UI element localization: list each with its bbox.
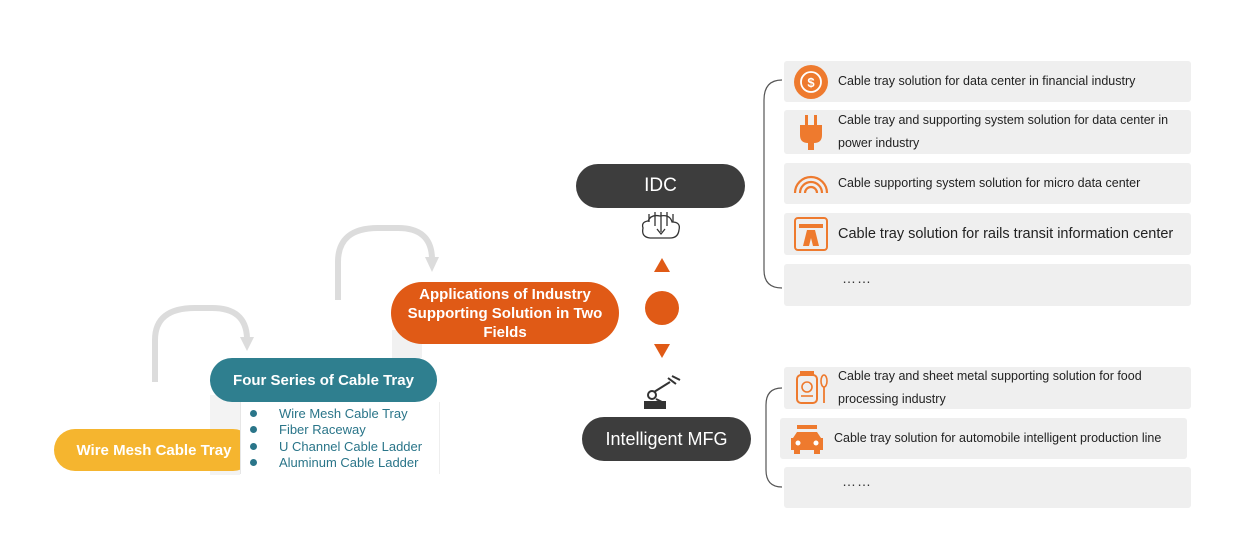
idc-node: IDC bbox=[576, 164, 745, 208]
bullet-icon bbox=[250, 426, 257, 434]
series-list-item: U Channel Cable Ladder bbox=[249, 439, 422, 455]
bullet-icon bbox=[250, 410, 257, 417]
arrow-head-2 bbox=[425, 257, 439, 272]
idc-node-label: IDC bbox=[644, 175, 677, 196]
bullet-icon bbox=[250, 442, 257, 450]
arrow-head-1 bbox=[240, 337, 254, 351]
series-list-panel bbox=[240, 402, 440, 474]
road-sign-icon bbox=[794, 217, 828, 251]
center-dot bbox=[645, 291, 679, 325]
dollar-coin-icon: $ bbox=[794, 64, 828, 99]
series-list-item: Aluminum Cable Ladder bbox=[249, 455, 422, 471]
series-list: Wire Mesh Cable Tray Fiber Raceway U Cha… bbox=[249, 406, 422, 471]
series-list-item: Wire Mesh Cable Tray bbox=[249, 406, 422, 422]
svg-text:$: $ bbox=[807, 75, 815, 90]
ellipsis-text: …… bbox=[842, 270, 872, 286]
up-triangle bbox=[654, 258, 670, 272]
mfg-item-food: Cable tray and sheet metal supporting so… bbox=[784, 367, 1191, 409]
idc-item-micro: Cable supporting system solution for mic… bbox=[784, 163, 1191, 204]
mfg-node-label: Intelligent MFG bbox=[605, 428, 728, 449]
idc-item-financial: $ Cable tray solution for data center in… bbox=[784, 61, 1191, 102]
mfg-item-more: …… bbox=[784, 467, 1191, 508]
power-plug-icon bbox=[800, 115, 822, 150]
idc-item-rails: Cable tray solution for rails transit in… bbox=[784, 213, 1191, 255]
cloud-download-icon bbox=[641, 212, 680, 239]
idc-item-power: Cable tray and supporting system solutio… bbox=[784, 110, 1191, 154]
applications-node-label: Applications of Industry Supporting Solu… bbox=[407, 285, 603, 341]
down-triangle bbox=[654, 344, 670, 358]
series-node: Four Series of Cable Tray bbox=[210, 358, 437, 402]
applications-node: Applications of Industry Supporting Solu… bbox=[391, 282, 619, 344]
series-list-item: Fiber Raceway bbox=[249, 422, 422, 438]
idc-brace bbox=[763, 79, 783, 289]
series-node-label: Four Series of Cable Tray bbox=[233, 371, 414, 389]
ellipsis-text: …… bbox=[842, 473, 872, 489]
mfg-node: Intelligent MFG bbox=[582, 417, 751, 461]
curved-arrow-1 bbox=[152, 305, 250, 382]
idc-item-text: Cable tray solution for data center in f… bbox=[838, 74, 1136, 88]
robot-arm-icon bbox=[644, 375, 681, 409]
mfg-brace bbox=[765, 387, 783, 488]
idc-item-text: Cable tray solution for rails transit in… bbox=[838, 225, 1174, 242]
rainbow-arc-icon bbox=[793, 175, 829, 193]
mfg-item-auto: Cable tray solution for automobile intel… bbox=[780, 418, 1187, 459]
start-node-label: Wire Mesh Cable Tray bbox=[76, 441, 232, 459]
mfg-item-text: Cable tray and sheet metal supporting so… bbox=[838, 369, 1142, 406]
car-icon bbox=[791, 424, 823, 454]
idc-item-text: Cable supporting system solution for mic… bbox=[838, 176, 1141, 190]
start-node-wire-mesh: Wire Mesh Cable Tray bbox=[54, 429, 254, 471]
curved-arrow-2 bbox=[335, 225, 435, 300]
idc-item-more: …… bbox=[784, 264, 1191, 306]
idc-item-text: Cable tray and supporting system solutio… bbox=[838, 113, 1169, 150]
bullet-icon bbox=[250, 458, 257, 466]
mfg-item-text: Cable tray solution for automobile intel… bbox=[834, 431, 1162, 445]
food-jar-icon bbox=[796, 371, 828, 404]
